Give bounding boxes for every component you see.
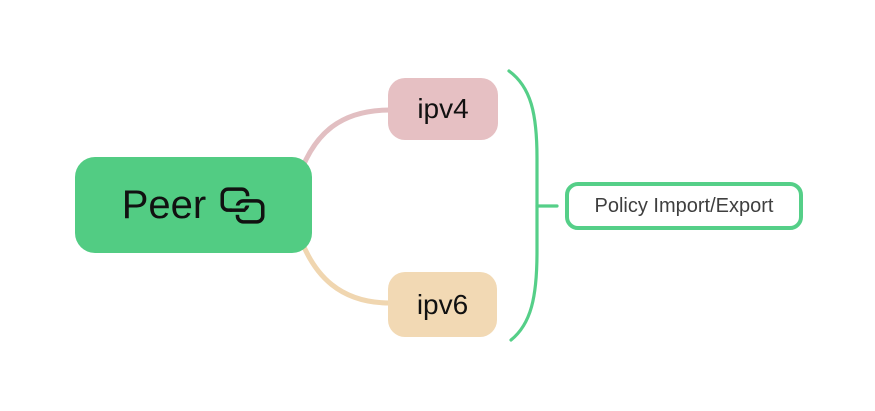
root-node-peer[interactable]: Peer <box>75 157 312 253</box>
link-icon <box>220 186 266 224</box>
child-node-ipv4[interactable]: ipv4 <box>388 78 498 140</box>
group-brace <box>507 69 539 342</box>
child-node-ipv6[interactable]: ipv6 <box>388 272 497 337</box>
annotation-policy-import-export[interactable]: Policy Import/Export <box>565 182 803 230</box>
root-node-label: Peer <box>121 182 207 227</box>
child-node-ipv4-label: ipv4 <box>417 93 469 124</box>
annotation-label: Policy Import/Export <box>594 194 774 217</box>
child-node-ipv6-label: ipv6 <box>416 288 469 320</box>
